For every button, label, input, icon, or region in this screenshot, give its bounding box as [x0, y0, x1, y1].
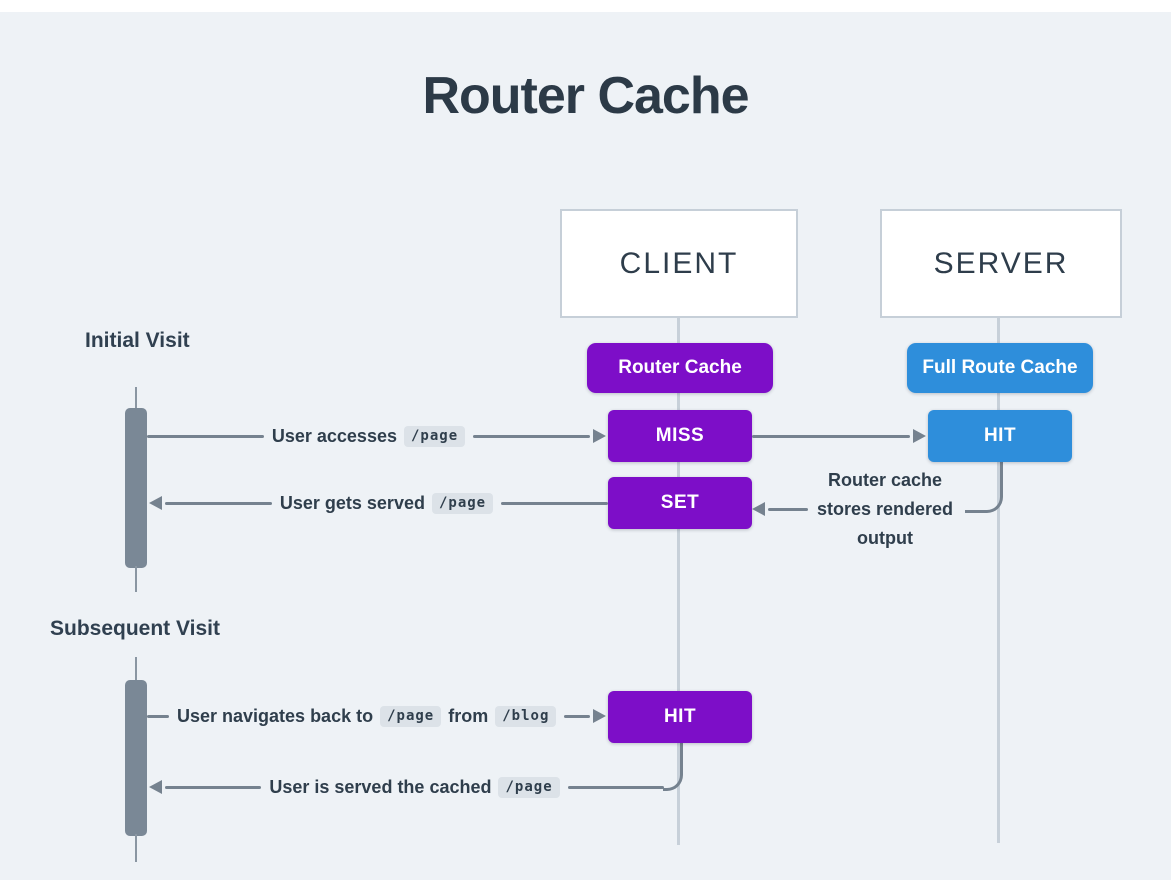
server-to-set-connector [965, 462, 1003, 513]
annotation-to-set-arrow [752, 494, 808, 524]
miss-to-hit-arrow [752, 421, 926, 451]
subsequent-activation-bar [125, 680, 147, 836]
client-hit-node-label: HIT [663, 706, 697, 727]
message-line [567, 785, 664, 789]
miss-node-label: MISS [655, 425, 705, 446]
message-line [752, 434, 910, 438]
initial-activation-bar [125, 408, 147, 568]
message-user-gets-served: User gets served /page [149, 488, 608, 518]
annotation-line: Router cache [827, 470, 943, 490]
subsequent-lifeline-stem-top [135, 657, 137, 682]
message-text: User navigates back to [177, 705, 374, 726]
server-actor-label: SERVER [933, 246, 1069, 280]
message-text: User is served the cached [269, 776, 492, 797]
miss-node: MISS [608, 410, 752, 462]
message-line [165, 785, 262, 789]
page-path-chip: /page [403, 425, 466, 447]
message-user-accesses: User accesses /page [147, 421, 606, 451]
full-route-cache-badge: Full Route Cache [907, 343, 1093, 393]
message-line [501, 501, 608, 505]
arrow-right-icon [593, 709, 606, 723]
message-text: from [448, 705, 489, 726]
subsequent-visit-label: Subsequent Visit [50, 617, 220, 640]
message-user-gets-served-label: User gets served /page [279, 492, 494, 514]
arrow-right-icon [593, 429, 606, 443]
message-text: User accesses [271, 425, 397, 446]
message-user-served-cached: User is served the cached /page [149, 772, 664, 802]
full-route-cache-badge-label: Full Route Cache [922, 357, 1078, 378]
blog-path-chip: /blog [495, 705, 557, 727]
diagram-title: Router Cache [422, 67, 749, 125]
annotation-line: output [857, 528, 913, 548]
server-hit-node: HIT [928, 410, 1072, 462]
message-line [165, 501, 272, 505]
message-line [473, 434, 590, 438]
message-user-served-cached-label: User is served the cached /page [269, 776, 560, 798]
message-line [147, 434, 264, 438]
router-cache-badge-label: Router Cache [618, 357, 742, 378]
initial-lifeline-stem-top [135, 387, 137, 410]
arrow-right-icon [913, 429, 926, 443]
arrow-left-icon [149, 496, 162, 510]
server-actor-box: SERVER [880, 209, 1122, 318]
router-cache-stores-annotation: Router cache stores rendered output [800, 466, 970, 553]
client-actor-label: CLIENT [619, 246, 739, 280]
message-line [147, 714, 169, 718]
message-line [768, 507, 808, 511]
arrow-left-icon [752, 502, 765, 516]
set-node-label: SET [660, 492, 700, 513]
message-user-navigates-back: User navigates back to /page from /blog [147, 701, 606, 731]
set-node: SET [608, 477, 752, 529]
message-line [564, 714, 590, 718]
arrow-left-icon [149, 780, 162, 794]
initial-lifeline-stem-bottom [135, 566, 137, 592]
hit-to-user-connector [663, 743, 683, 791]
server-hit-node-label: HIT [983, 425, 1017, 446]
client-lifeline [677, 318, 680, 845]
message-user-navigates-back-label: User navigates back to /page from /blog [177, 705, 557, 727]
router-cache-badge: Router Cache [587, 343, 773, 393]
page-path-chip: /page [431, 492, 494, 514]
diagram-canvas: Router Cache CLIENT SERVER Router Cache … [0, 12, 1171, 880]
initial-visit-label: Initial Visit [85, 329, 190, 352]
subsequent-lifeline-stem-bottom [135, 834, 137, 862]
message-text: User gets served [279, 492, 425, 513]
server-lifeline [997, 318, 1000, 843]
page-path-chip: /page [380, 705, 442, 727]
annotation-line: stores rendered [816, 499, 954, 519]
message-user-accesses-label: User accesses /page [271, 425, 466, 447]
client-actor-box: CLIENT [560, 209, 798, 318]
client-hit-node: HIT [608, 691, 752, 743]
page-path-chip: /page [498, 776, 560, 798]
